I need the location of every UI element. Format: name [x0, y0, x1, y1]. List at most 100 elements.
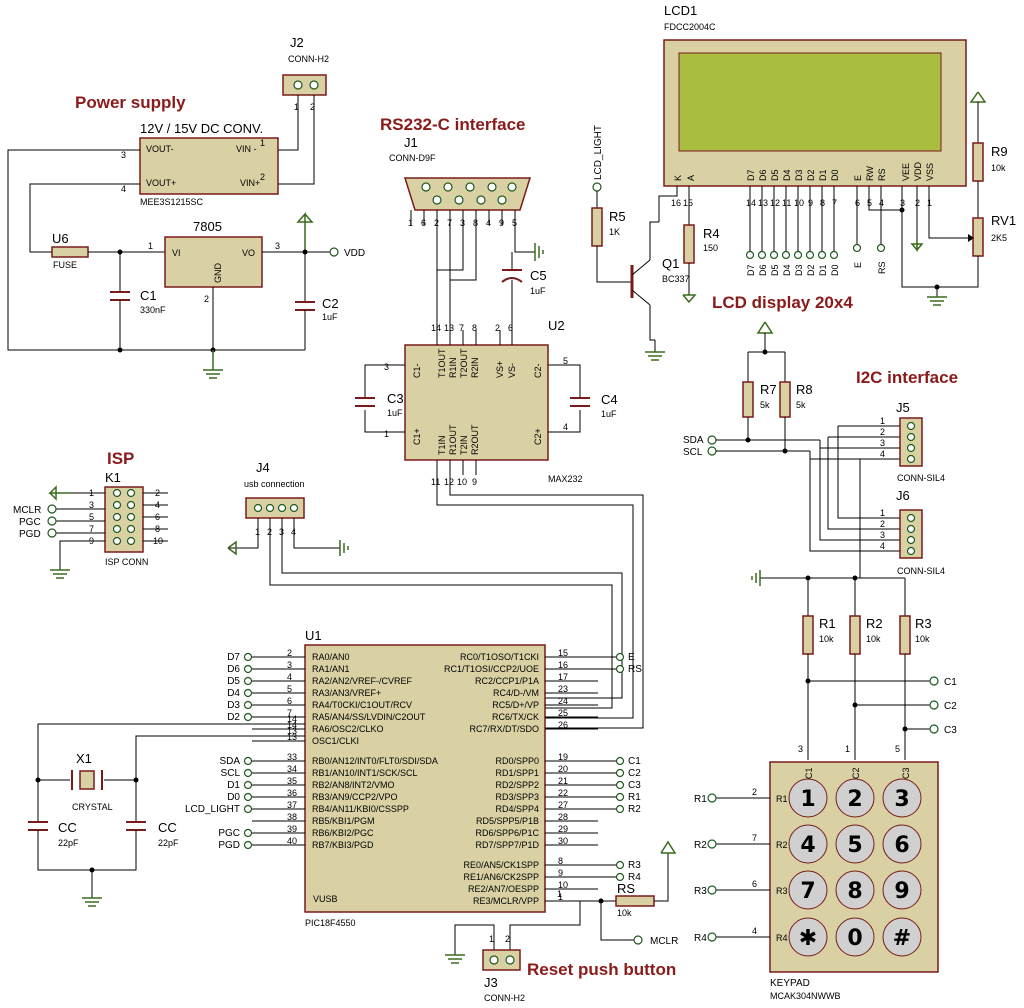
svg-text:1: 1	[384, 429, 389, 439]
u1-pin-label: RC6/TX/CK	[492, 712, 539, 722]
svg-text:0: 0	[847, 926, 862, 951]
fuse-u6: U6 FUSE	[51, 231, 89, 270]
svg-text:T1IN: T1IN	[437, 435, 447, 455]
svg-text:5: 5	[89, 512, 94, 522]
svg-text:C1+: C1+	[412, 428, 422, 445]
svg-text:VDD: VDD	[913, 161, 923, 181]
svg-text:R2IN: R2IN	[470, 357, 480, 378]
net-terminal	[615, 792, 625, 802]
svg-text:CONN-SIL4: CONN-SIL4	[897, 566, 945, 576]
u1-pic18f4550: U1 PIC18F4550 VUSB	[304, 628, 546, 928]
key-1[interactable]	[788, 778, 828, 818]
sda-label: SDA	[683, 435, 704, 446]
svg-text:8: 8	[472, 323, 477, 333]
svg-text:VS+: VS+	[495, 361, 505, 378]
j5-connector: J5 CONN-SIL4	[896, 400, 945, 483]
u1-pin-number: 38	[287, 812, 297, 822]
svg-text:1: 1	[880, 416, 885, 426]
svg-text:MCAK304NWWB: MCAK304NWWB	[770, 991, 841, 1001]
cc-left-label: CC	[58, 820, 77, 835]
svg-text:12V / 15V DC CONV.: 12V / 15V DC CONV.	[140, 121, 263, 136]
svg-text:D4: D4	[782, 264, 792, 276]
key-8[interactable]	[835, 870, 875, 910]
u1-pin-number: 40	[287, 836, 297, 846]
key-hash[interactable]	[882, 917, 922, 957]
svg-text:KEYPAD: KEYPAD	[770, 978, 810, 989]
net-label: R1	[628, 792, 641, 803]
svg-text:R2: R2	[776, 840, 788, 850]
u1-pin-label: RB5/KBI1/PGM	[312, 816, 375, 826]
svg-text:5: 5	[512, 218, 517, 228]
net-label: SCL	[221, 768, 241, 779]
j1-db9: J1 CONN-D9F	[389, 135, 532, 211]
u1-pin-number: 28	[558, 812, 568, 822]
vdd-label: VDD	[344, 248, 365, 259]
svg-text:10k: 10k	[915, 634, 930, 644]
u1-pin-number: 23	[558, 684, 568, 694]
svg-text:10k: 10k	[866, 634, 881, 644]
key-3[interactable]	[882, 778, 922, 818]
key-2[interactable]	[835, 778, 875, 818]
mclr-label: MCLR	[650, 936, 678, 947]
svg-text:7: 7	[447, 218, 452, 228]
svg-text:1: 1	[89, 488, 94, 498]
u1-pin-number: 36	[287, 788, 297, 798]
svg-text:K1: K1	[105, 470, 121, 485]
svg-text:#: #	[893, 926, 911, 951]
svg-text:C1-: C1-	[412, 363, 422, 378]
u1-pin-label: OSC1/CLKI	[312, 736, 359, 746]
svg-text:4: 4	[121, 184, 126, 194]
svg-text:1uF: 1uF	[387, 408, 403, 418]
u1-pin-number: 37	[287, 800, 297, 810]
u1-pin-number: 33	[287, 752, 297, 762]
key-0[interactable]	[835, 917, 875, 957]
svg-text:6: 6	[752, 879, 757, 889]
svg-text:U2: U2	[548, 318, 565, 333]
u1-pin-number: 30	[558, 836, 568, 846]
u1-pin-number: 26	[558, 720, 568, 730]
svg-text:2: 2	[847, 787, 862, 812]
key-4[interactable]	[788, 824, 828, 864]
svg-text:13: 13	[758, 198, 768, 208]
svg-text:1K: 1K	[609, 227, 620, 237]
svg-text:MCLR: MCLR	[13, 505, 41, 516]
svg-text:J3: J3	[484, 975, 498, 990]
u1-pin-label: RA1/AN1	[312, 664, 350, 674]
key-9[interactable]	[882, 870, 922, 910]
u1-pin-number: 8	[558, 856, 563, 866]
u1-pin-label: RA2/AN2/VREF-/CVREF	[312, 676, 413, 686]
net-terminal	[243, 840, 253, 850]
svg-text:C2-: C2-	[533, 363, 543, 378]
svg-text:16: 16	[671, 198, 681, 208]
net-label: D6	[227, 664, 240, 675]
svg-text:4: 4	[752, 926, 757, 936]
u1-pin-label: RD6/SPP6/P1C	[475, 828, 539, 838]
key-7[interactable]	[788, 870, 828, 910]
net-label: LCD_LIGHT	[185, 804, 240, 815]
svg-text:4: 4	[155, 500, 160, 510]
c1-label: C1	[140, 288, 157, 303]
svg-text:10k: 10k	[991, 163, 1006, 173]
cc-right-label: CC	[158, 820, 177, 835]
u1-pin-label: RD7/SPP7/P1D	[475, 840, 539, 850]
u1-pin-number: 24	[558, 696, 568, 706]
net-terminal	[243, 780, 253, 790]
net-label: C3	[628, 780, 641, 791]
svg-text:D3: D3	[794, 264, 804, 276]
svg-text:3: 3	[880, 438, 885, 448]
r4-label: R4	[703, 226, 720, 241]
lcd-light-terminal	[592, 182, 602, 192]
svg-text:3: 3	[121, 150, 126, 160]
svg-text:D5: D5	[770, 169, 780, 181]
svg-text:6: 6	[855, 198, 860, 208]
svg-text:1: 1	[489, 934, 494, 944]
svg-text:8: 8	[820, 198, 825, 208]
svg-text:K: K	[673, 175, 683, 181]
key-star[interactable]	[788, 917, 828, 957]
key-5[interactable]	[835, 824, 875, 864]
scl-label: SCL	[683, 447, 703, 458]
svg-text:13: 13	[287, 726, 297, 736]
net-label: R4	[628, 872, 641, 883]
section-reset: Reset push button	[527, 960, 676, 979]
key-6[interactable]	[882, 824, 922, 864]
